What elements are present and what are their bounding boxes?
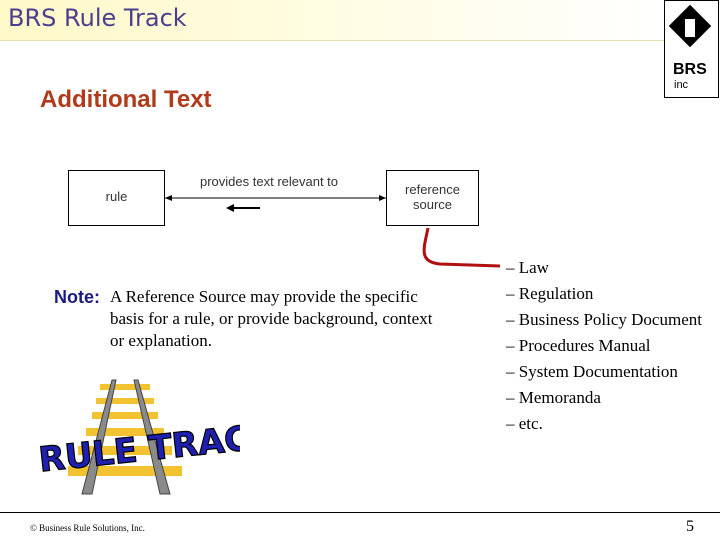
footer-copyright: © Business Rule Solutions, Inc. [30,523,145,533]
reference-source-list: – Law – Regulation – Business Policy Doc… [506,258,706,440]
list-item: – Business Policy Document [506,310,702,329]
list-item: – Memoranda [506,388,601,407]
rule-track-logo: RULE TRACK [36,379,240,495]
rail-ties [68,384,182,476]
direction-arrow-head-icon [226,204,234,212]
page-title: BRS Rule Track [8,4,187,32]
left-rail [81,379,117,495]
note-label: Note: [54,287,100,307]
right-rail [133,379,171,495]
brs-logo: BRS inc [664,0,719,98]
arrowhead-right-icon [379,195,386,201]
list-item: – Law [506,258,549,277]
footer-divider [0,512,720,513]
relation-label: provides text relevant to [200,174,339,189]
reference-source-label-line1: reference [405,182,460,197]
reference-source-label-line2: source [412,197,453,212]
section-heading: Additional Text [40,86,212,113]
note-text: A Reference Source may provide the speci… [110,287,433,350]
logo-suffix: inc [674,79,689,91]
source-connector [422,227,501,268]
header-bar: BRS Rule Track [0,0,664,41]
rule-box-label: rule [105,189,128,204]
page-number: 5 [686,518,694,535]
arrowhead-left-icon [165,195,172,201]
reference-source-box: reference source [386,170,479,226]
note-block: Note: A Reference Source may provide the… [54,286,434,350]
logo-i-mark [685,19,695,37]
list-item: – Procedures Manual [506,336,651,355]
list-item: – System Documentation [506,362,678,381]
list-item: – etc. [506,414,543,433]
rule-box: rule [68,170,165,226]
list-item: – Regulation [506,284,594,303]
logo-brand: BRS [673,61,707,78]
